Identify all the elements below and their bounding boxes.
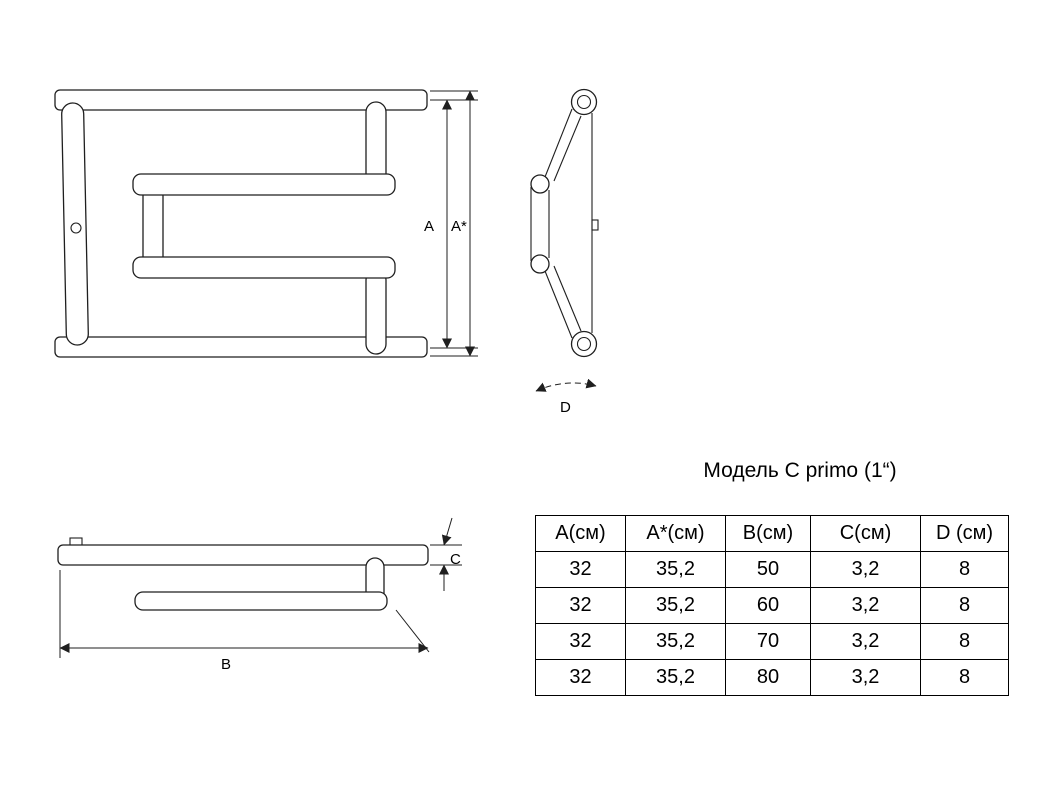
dimension-d: D [535,378,597,416]
cell: 8 [920,587,1009,624]
table-row: 32 35,2 50 3,2 8 [535,551,1009,588]
dim-label-d: D [560,399,571,416]
offset-rail-top-view [134,591,388,611]
table-header-row: А(см) А*(см) В(см) С(см) D (см) [535,515,1009,552]
top-view: C B [57,517,462,673]
main-bar-top-view [57,544,429,566]
side-view: D [530,88,599,416]
cell: 8 [920,659,1009,696]
dim-label-a: A [424,218,434,235]
cell: 8 [920,551,1009,588]
cell: 3,2 [810,587,921,624]
cell: 3,2 [810,623,921,660]
cell: 50 [725,551,811,588]
cell: 3,2 [810,551,921,588]
bottom-tube-end [570,330,598,358]
dimensions-table: А(см) А*(см) В(см) С(см) D (см) 32 35,2 … [535,515,1009,696]
cell: 35,2 [625,587,726,624]
top-rail [54,89,428,111]
cell: 3,2 [810,659,921,696]
bottom-rail [54,336,428,358]
table-title: Модель C primo (1“) [703,459,897,482]
dimension-b: B [59,570,430,673]
front-view: A A* [54,89,478,358]
col-header-d: D (см) [920,515,1009,552]
table-row: 32 35,2 70 3,2 8 [535,623,1009,660]
dim-label-a-star: A* [451,218,467,235]
dimension-c: C [430,517,462,591]
dim-label-b: B [221,656,231,673]
cell: 32 [535,587,626,624]
col-header-a: А(см) [535,515,626,552]
upper-joint [530,174,550,194]
cell: 80 [725,659,811,696]
cell: 35,2 [625,551,726,588]
middle-rail-upper [132,173,396,196]
cell: 32 [535,623,626,660]
right-lower-pipe [365,269,387,355]
cell: 60 [725,587,811,624]
mount-hole [70,222,82,234]
cell: 32 [535,551,626,588]
lower-joint [530,254,550,274]
dim-label-c: C [450,551,461,568]
middle-left-pipe [142,185,164,269]
cell: 35,2 [625,623,726,660]
top-tube-end [570,88,598,116]
dimension-a: A A* [424,90,478,357]
table-row: 32 35,2 60 3,2 8 [535,587,1009,624]
middle-rail-lower [132,256,396,279]
cell: 70 [725,623,811,660]
table-row: 32 35,2 80 3,2 8 [535,659,1009,696]
cell: 8 [920,623,1009,660]
col-header-c: С(см) [810,515,921,552]
col-header-b: В(см) [725,515,811,552]
cell: 32 [535,659,626,696]
col-header-a-star: А*(см) [625,515,726,552]
left-riser-pipe [61,102,89,346]
cell: 35,2 [625,659,726,696]
wall-bracket [591,219,599,231]
